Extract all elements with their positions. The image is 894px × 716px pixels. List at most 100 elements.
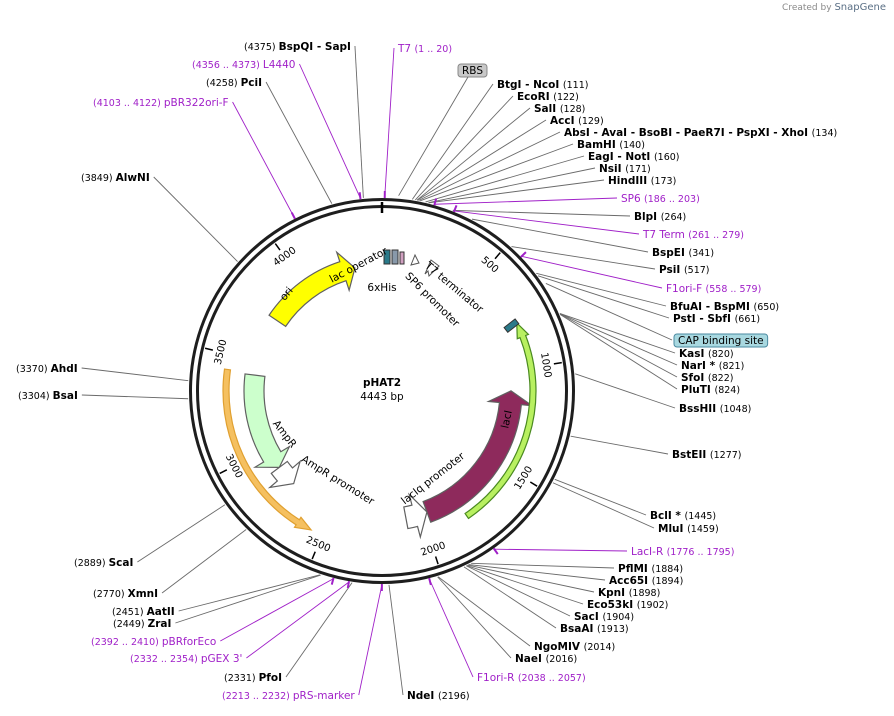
site-mlui-position: (1459) [687,524,719,535]
site-xmni-position: (2770) [93,589,128,600]
site-nari-position: (821) [719,361,745,372]
site-bspei-name: BspEI [652,247,689,259]
primer-t7-name: T7 [397,43,414,55]
site-aatii: (2451) AatII [112,606,175,618]
site-naei: NaeI (2016) [515,653,577,665]
boxed-cap-binding-site-box [673,333,769,348]
site-bsteii-name: BstEII [672,449,710,461]
primer-pbr322ori-f: (4103 .. 4122) pBR322ori-F [93,97,229,109]
site-bamhi: BamHI (140) [577,139,645,151]
site-naei-leader [437,576,512,659]
site-scai-position: (2889) [74,558,109,569]
site-bfuai-bspmi-leader [536,272,667,307]
primer-sp6: SP6 (186 .. 203) [621,193,700,205]
scale-tick-label: 4000 [271,245,298,269]
site-psii-position: (517) [684,265,710,276]
site-bsaai-position: (1913) [597,624,629,635]
site-ngomiv-leader [437,576,531,647]
site-blpi: BlpI (264) [634,211,686,223]
site-naei-name: NaeI [515,653,546,665]
lac-operator-box [383,249,391,265]
site-hindiii: HindIII (173) [608,175,676,187]
site-bsaai-name: BsaAI [560,623,597,635]
primer-f1ori-f-leader [521,255,663,289]
site-bspqi-sapi-position: (4375) [244,42,279,53]
site-nsii-leader [428,167,596,204]
site-saci: SacI (1904) [574,611,634,623]
site-bspqi-sapi: (4375) BspQI - SapI [244,41,351,53]
site-sfoi: SfoI (822) [681,372,733,384]
site-btgi-ncoi-name: BtgI - NcoI [497,79,563,91]
site-ecori: EcoRI (122) [517,91,579,103]
primer-laci-r-name: LacI-R [631,546,667,558]
site-psii-leader [511,246,656,270]
site-eco53ki-name: Eco53kI [587,599,637,611]
site-absi-avai-bsobi-paer7i-pspxi-xhoi-leader [418,131,561,201]
brand-name: SnapGene [834,2,886,13]
site-hindiii-name: HindIII [608,175,651,187]
site-acc65i: Acc65I (1894) [609,575,683,587]
site-zrai-name: ZraI [148,618,172,630]
scale-tick-label: 2000 [420,540,448,558]
site-ngomiv: NgoMIV (2014) [534,641,615,653]
scale-tick-label: 1500 [513,464,536,491]
site-mlui-name: MluI [658,523,687,535]
site-ecori-name: EcoRI [517,91,553,103]
site-nsii: NsiI (171) [599,163,651,175]
primer-sp6-leader [434,197,618,205]
site-aatii-leader [178,574,321,612]
site-sfoi-name: SfoI [681,372,708,384]
site-scai-name: ScaI [109,557,134,569]
boxed-cap-binding-site-leader [545,283,673,341]
site-nari-leader [559,313,678,366]
primer-sp6-range: (186 .. 203) [644,194,700,205]
site-sali-leader [416,107,531,201]
site-scai: (2889) ScaI [74,557,133,569]
primer-pbrforeco-leader [220,578,334,642]
primer-laci-r-leader-mark [492,547,499,555]
site-bsshii-position: (1048) [720,404,752,415]
site-bsai: (3304) BsaI [18,390,78,402]
primer-laci-r-leader [494,548,628,552]
primer-f1ori-f-name: F1ori-F [666,283,706,295]
cap-site-box [503,318,520,333]
site-sali: SalI (128) [534,103,585,115]
primer-pgex-3-leader-mark [346,580,350,589]
primer-f1ori-r: F1ori-R (2038 .. 2057) [477,672,586,684]
site-acci-leader [416,119,547,201]
site-psii: PsiI (517) [659,264,709,276]
plasmid-length: 4443 bp [360,391,404,403]
site-pfoi: (2331) PfoI [224,672,282,684]
site-bamhi-position: (140) [619,140,645,151]
site-btgi-ncoi-leader [411,83,494,200]
site-eagi-noti-name: EagI - NotI [588,151,654,163]
site-bsai-name: BsaI [53,390,78,402]
site-eagi-noti-position: (160) [654,152,680,163]
site-kasi-leader [559,313,676,354]
primer-t7-leader [384,47,395,198]
primer-pbrforeco-leader-mark [330,577,335,585]
site-bsai-leader [81,394,189,400]
primer-pgex-3-range: (2332 .. 2354) [130,654,201,665]
site-eco53ki-leader [466,565,584,605]
site-bsaai: BsaAI (1913) [560,623,629,635]
site-bsshii-name: BssHII [679,403,720,415]
site-kpni-leader [467,564,595,593]
site-bcli-position: (1445) [685,511,717,522]
site-kpni: KpnI (1898) [598,587,660,599]
scale-tick-label: 3500 [213,338,230,365]
ampr-promoter-label: AmpR promoter [299,453,377,508]
primer-t7-term-range: (261 .. 279) [688,230,744,241]
site-sfoi-leader [559,313,678,378]
site-bcli-name: BclI * [650,510,685,522]
site-nsii-position: (171) [625,164,651,175]
site-absi-avai-bsobi-paer7i-pspxi-xhoi-name: AbsI - AvaI - BsoBI - PaeR7I - PspXI - X… [564,127,812,139]
primer-l4440-range: (4356 .. 4373) [192,60,263,71]
primer-f1ori-f-range: (558 .. 579) [706,284,762,295]
scale-tick-1000 [553,361,562,365]
site-pflmi-position: (1884) [652,564,684,575]
site-absi-avai-bsobi-paer7i-pspxi-xhoi-position: (134) [812,128,838,139]
site-bspei-position: (341) [689,248,715,259]
site-alwni-name: AlwNI [116,172,150,184]
